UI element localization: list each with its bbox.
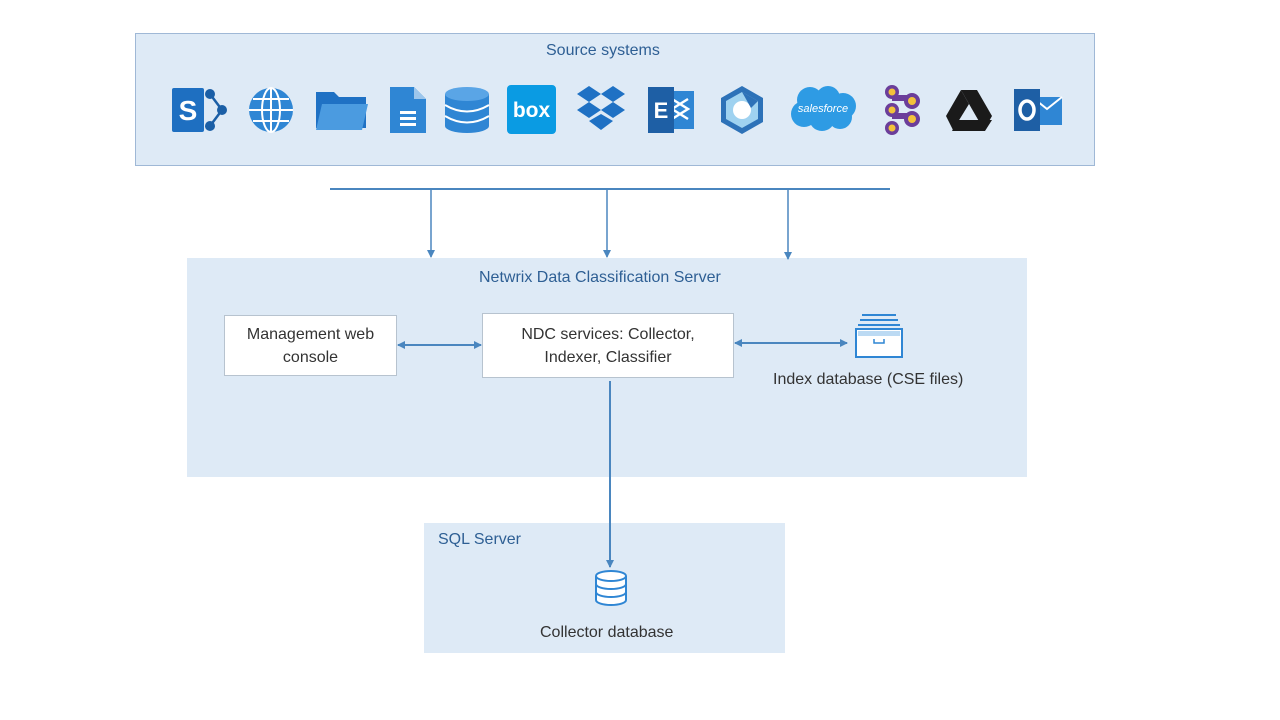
management-console-line2: console bbox=[282, 348, 339, 366]
folder-icon bbox=[316, 92, 368, 130]
index-database-label: Index database (CSE files) bbox=[773, 371, 964, 388]
database-icon bbox=[444, 87, 490, 133]
collector-database-label: Collector database bbox=[540, 624, 674, 641]
document-icon bbox=[390, 87, 426, 133]
dropbox-icon bbox=[577, 86, 625, 130]
outlook-icon bbox=[1014, 89, 1063, 131]
ndc-services-box: NDC services: Collector, Indexer, Classi… bbox=[482, 313, 734, 378]
ndc-server-title: Netwrix Data Classification Server bbox=[479, 269, 721, 286]
svg-text:S: S bbox=[179, 95, 198, 126]
svg-text:E: E bbox=[654, 98, 669, 123]
salesforce-icon: salesforce bbox=[791, 86, 856, 131]
sharepoint-icon: S bbox=[172, 88, 227, 132]
google-drive-icon bbox=[946, 90, 992, 131]
globe-icon bbox=[249, 87, 293, 133]
sql-server-title: SQL Server bbox=[438, 531, 521, 548]
salesforce-logo-text: salesforce bbox=[798, 103, 848, 115]
box-logo-text: box bbox=[513, 99, 551, 122]
ndc-services-line1: NDC services: Collector, bbox=[521, 325, 695, 343]
management-console-box: Management web console bbox=[224, 315, 397, 376]
source-systems-title: Source systems bbox=[546, 42, 660, 59]
file-cabinet-icon bbox=[855, 314, 903, 358]
box-icon: box bbox=[507, 85, 556, 134]
ndc-services-line2: Indexer, Classifier bbox=[544, 348, 672, 366]
management-console-line1: Management web bbox=[246, 325, 375, 343]
collector-database-icon bbox=[595, 570, 627, 606]
hexagon-icon bbox=[721, 86, 763, 134]
exchange-icon: E bbox=[648, 87, 694, 133]
workflow-icon bbox=[885, 85, 920, 135]
